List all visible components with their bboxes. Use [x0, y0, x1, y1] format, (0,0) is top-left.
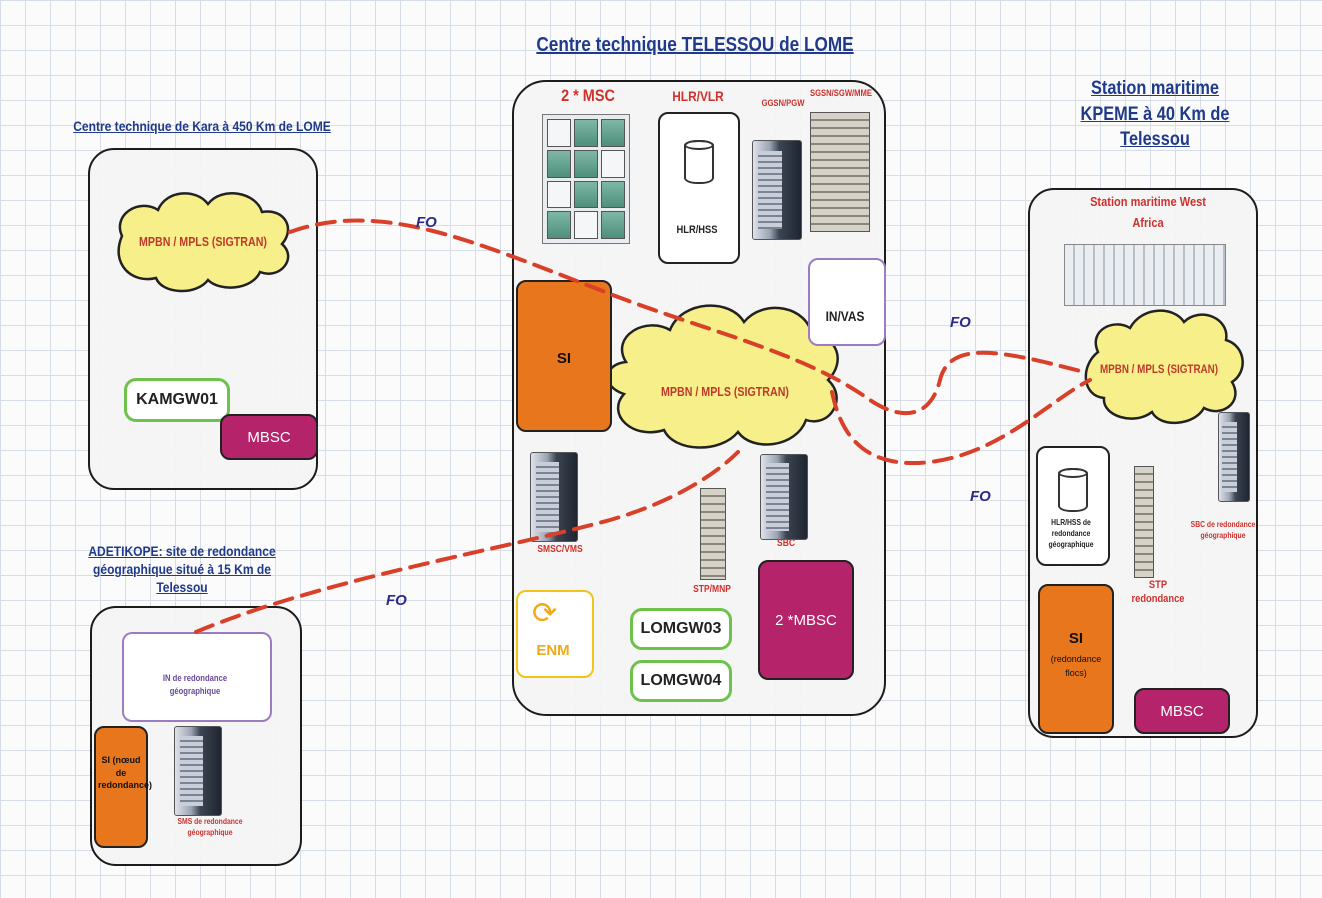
msc-cabinet: [542, 114, 630, 244]
kpeme-hlr-label: HLR/HSS de redondance géographique: [1048, 518, 1094, 549]
kpeme-hlr-database-icon: [1058, 468, 1088, 512]
enm-label: ENM: [536, 642, 570, 659]
hlr-hss-box: [658, 112, 740, 264]
in-vas-box: [808, 258, 886, 346]
ggsn-server-icon: [752, 140, 802, 240]
adetikope-si-box: SI (nœud de redondance): [94, 726, 153, 848]
fo-label-adetikope: FO: [386, 592, 407, 609]
central-cloud-label: MPBN / MPLS (SIGTRAN): [661, 384, 789, 399]
kara-site-title: Centre technique de Kara à 450 Km de LOM…: [73, 118, 331, 134]
enm-box: [516, 590, 594, 678]
adetikope-sms-server-icon: [174, 726, 222, 816]
kpeme-si-sublabel: (redondance flocs): [1050, 654, 1102, 678]
adetikope-si-label: SI (nœud de redondance): [98, 755, 153, 791]
stp-label: STP/MNP: [693, 584, 731, 595]
ggsn-label: GGSN/PGW: [761, 98, 805, 108]
in-redundancy-box: [122, 632, 272, 722]
kpeme-si-box: SI (redondance flocs): [1038, 584, 1114, 734]
kara-cloud-label: MPBN / MPLS (SIGTRAN): [139, 234, 267, 249]
hlr-hss-label: HLR/HSS: [676, 224, 718, 236]
lomgw04-gateway: LOMGW04: [630, 660, 732, 702]
kpeme-sbc-label: SBC de redondance géographique: [1190, 520, 1256, 540]
sgsn-server-icon: [810, 112, 870, 232]
sgsn-label: SGSN/SGW/MME: [809, 88, 873, 98]
fo-label-kpeme-lower: FO: [970, 488, 991, 505]
central-si-box: SI: [516, 280, 612, 432]
enm-sync-icon: ⟳: [532, 597, 558, 630]
central-si-label: SI: [556, 350, 572, 367]
kpeme-station-label: Station maritime West Africa: [1090, 194, 1206, 230]
central-mbsc: 2 *MBSC: [758, 560, 854, 680]
kamgw01-gateway: KAMGW01: [124, 378, 230, 422]
adetikope-site-title: ADETIKOPE: site de redondance géographiq…: [88, 543, 276, 596]
kpeme-cloud-label: MPBN / MPLS (SIGTRAN): [1099, 362, 1219, 376]
kpeme-stp-label: STP redondance: [1131, 579, 1185, 606]
msc-label: 2 * MSC: [561, 86, 615, 105]
in-vas-label: IN/VAS: [825, 308, 865, 324]
kpeme-mbsc: MBSC: [1134, 688, 1230, 734]
in-redundancy-label: IN de redondance géographique: [162, 673, 228, 696]
kara-mpbn-cloud: [117, 192, 290, 293]
hlr-database-icon: [684, 140, 714, 184]
hlr-vlr-label: HLR/VLR: [672, 88, 724, 104]
kpeme-site-title: Station maritime KPEME à 40 Km de Teless…: [1080, 78, 1230, 151]
smsc-server-icon: [530, 452, 578, 542]
stp-server-icon: [700, 488, 726, 580]
kpeme-sbc-server-icon: [1218, 412, 1250, 502]
kpeme-stp-server-icon: [1134, 466, 1154, 578]
sbc-server-icon: [760, 454, 808, 540]
kpeme-mpbn-cloud: [1084, 309, 1244, 425]
link-central-kpeme: [830, 378, 1092, 466]
kpeme-station-equipment: [1064, 244, 1226, 306]
kara-mbsc: MBSC: [220, 414, 318, 460]
link-kara-central: [288, 218, 1086, 415]
lomgw03-gateway: LOMGW03: [630, 608, 732, 650]
fo-label-kpeme-upper: FO: [950, 314, 971, 331]
sbc-label: SBC: [777, 538, 795, 549]
kpeme-si-label: SI: [1068, 630, 1084, 647]
central-site-title: Centre technique TELESSOU de LOME: [536, 34, 854, 56]
smsc-label: SMSC/VMS: [537, 544, 583, 555]
adetikope-sms-label: SMS de redondance géographique: [177, 817, 243, 838]
fo-label-kara: FO: [416, 214, 437, 231]
link-adetikope-central: [194, 450, 740, 634]
